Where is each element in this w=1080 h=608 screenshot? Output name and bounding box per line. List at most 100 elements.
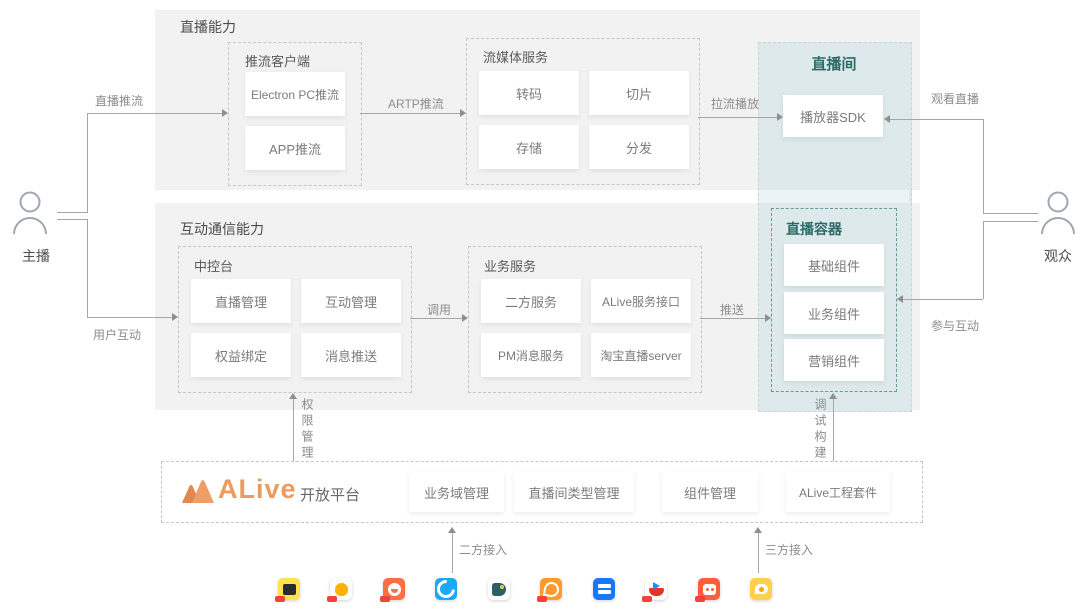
alive-logo-icon [182, 480, 214, 503]
alive-open-platform-bar: ALive 开放平台 业务域管理 直播间类型管理 组件管理 ALive工程套件 [161, 461, 923, 523]
console-title: 中控台 [194, 259, 234, 274]
duck-app-icon [327, 578, 352, 602]
join-edge-vline [983, 221, 984, 299]
live-container-group: 直播容器 基础组件 业务组件 营销组件 [771, 208, 897, 392]
console-group: 中控台 直播管理 互动管理 权益绑定 消息推送 [178, 246, 412, 393]
live-push-arrowhead [222, 109, 228, 117]
anchor-connector-top-line [57, 212, 87, 213]
audience-label: 观众 [1044, 248, 1072, 264]
live-container-title: 直播容器 [786, 221, 842, 237]
msg-push-box: 消息推送 [301, 333, 401, 377]
audience-person-icon [1041, 191, 1075, 235]
biz-component-box: 业务组件 [784, 292, 884, 334]
transcode-box: 转码 [479, 71, 579, 115]
app-badge [642, 596, 652, 602]
pull-play-arrowhead [777, 113, 783, 121]
live-manage-box: 直播管理 [191, 279, 291, 323]
taobaolive-glyph [648, 581, 664, 596]
third-party-edge-line [758, 533, 759, 573]
app-badge [327, 596, 337, 602]
join-label: 参与互动 [931, 319, 980, 333]
watch-edge-hline-left [890, 119, 983, 120]
join-edge-hline-right [983, 221, 1038, 222]
perm-edge-line [293, 399, 294, 461]
alipay-glyph [597, 584, 611, 588]
user-interact-edge-vline [87, 219, 88, 317]
pm-msg-service-box: PM消息服务 [481, 333, 581, 377]
invoke-edge-line [410, 318, 462, 319]
artp-arrowhead [460, 109, 466, 117]
biz-service-title: 业务服务 [484, 259, 537, 274]
second-party-edge-line [452, 533, 453, 573]
push-client-title: 推流客户端 [245, 54, 311, 69]
push-msg-label: 推送 [720, 303, 745, 317]
taobao-live-server-box: 淘宝直播server [591, 333, 691, 377]
platform-subtitle: 开放平台 [300, 487, 361, 504]
alive-toolkit-box: ALive工程套件 [786, 472, 890, 512]
anchor-label: 主播 [22, 248, 50, 264]
user-interact-label: 用户互动 [93, 328, 142, 342]
pull-play-label: 拉流播放 [711, 97, 760, 111]
join-arrowhead [897, 295, 903, 303]
user-interact-edge-hline [87, 317, 172, 318]
tmall-genie-glyph [702, 583, 716, 595]
duck-glyph [334, 582, 348, 596]
distribution-box: 分发 [589, 125, 689, 169]
weibo-app-icon [750, 578, 772, 600]
xianyu-app-icon [275, 578, 300, 602]
biz-service-group: 业务服务 二方服务 ALive服务接口 PM消息服务 淘宝直播server [468, 246, 702, 393]
rights-bind-box: 权益绑定 [191, 333, 291, 377]
artp-label: ARTP推流 [388, 97, 444, 111]
smiley-glyph [387, 582, 401, 596]
app-badge [537, 596, 547, 602]
perm-arrowhead [289, 393, 297, 399]
player-sdk-box: 播放器SDK [783, 95, 883, 137]
smiley-app-icon [380, 578, 405, 602]
alipay-app-icon [593, 578, 615, 600]
xianyu-glyph [282, 583, 296, 595]
live-push-edge-hline [87, 113, 222, 114]
third-party-label: 三方接入 [765, 543, 814, 557]
pull-play-edge-line [698, 117, 777, 118]
join-edge-hline-left [903, 299, 983, 300]
media-service-group: 流媒体服务 转码 切片 存储 分发 [466, 38, 700, 185]
live-room-title: 直播间 [811, 56, 857, 73]
invoke-label: 调用 [427, 303, 452, 317]
teal-app-icon [488, 578, 510, 600]
squirrel-app-icon [537, 578, 562, 602]
push-client-group: 推流客户端 Electron PC推流 APP推流 [228, 42, 362, 186]
alive-logo-text: ALive [218, 474, 297, 504]
eleme-glyph [433, 576, 459, 602]
user-interact-arrowhead [172, 313, 178, 321]
second-party-label: 二方接入 [459, 543, 508, 557]
tmall-genie-app-icon [695, 578, 720, 602]
weibo-glyph [754, 584, 768, 594]
app-badge [275, 596, 285, 602]
slicing-box: 切片 [589, 71, 689, 115]
debug-build-edge-line [833, 399, 834, 461]
artp-edge-line [360, 113, 460, 114]
second-party-arrowhead [448, 527, 456, 533]
debug-build-label: 调试构建 [813, 398, 827, 462]
anchor-connector-bottom-line [57, 219, 87, 220]
live-room-column-gap-band [759, 190, 909, 203]
push-msg-arrowhead [765, 314, 771, 322]
electron-pc-push-box: Electron PC推流 [245, 72, 345, 116]
liveroom-type-manage-box: 直播间类型管理 [514, 472, 634, 512]
debug-build-arrowhead [829, 393, 837, 399]
taobaolive-app-icon [642, 578, 667, 602]
alive-api-box: ALive服务接口 [591, 279, 691, 323]
watch-arrowhead [884, 115, 890, 123]
push-msg-edge-line [700, 318, 765, 319]
stage2-title: 互动通信能力 [180, 221, 264, 237]
biz-domain-manage-box: 业务域管理 [409, 472, 504, 512]
anchor-person-icon [13, 191, 47, 235]
base-component-box: 基础组件 [784, 244, 884, 286]
media-service-title: 流媒体服务 [483, 50, 549, 65]
component-manage-box: 组件管理 [662, 472, 758, 512]
storage-box: 存储 [479, 125, 579, 169]
teal-glyph [492, 582, 506, 596]
third-party-arrowhead [754, 527, 762, 533]
second-party-service-box: 二方服务 [481, 279, 581, 323]
